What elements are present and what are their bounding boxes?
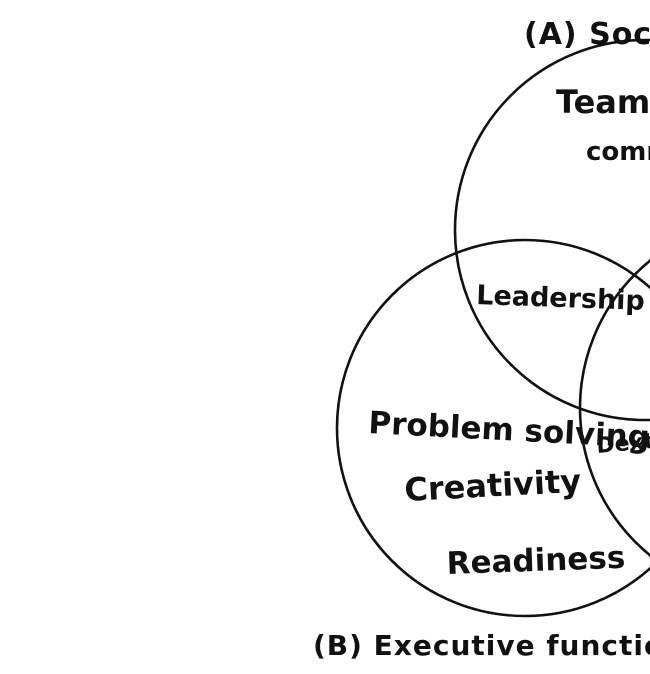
circle-a-social (453, 38, 650, 422)
item-teamwork: Teamwork (556, 83, 650, 121)
item-communication: communication (586, 137, 650, 167)
circle-a-label: (A) Social (524, 17, 650, 52)
item-readiness: Readiness (446, 540, 626, 582)
circle-c (578, 259, 650, 557)
intersection-a-b: Leadership (476, 280, 646, 317)
item-creativity: Creativity (403, 462, 582, 509)
circle-b-executive-function (335, 238, 650, 618)
circle-b-label: (B) Executive function (313, 629, 650, 662)
